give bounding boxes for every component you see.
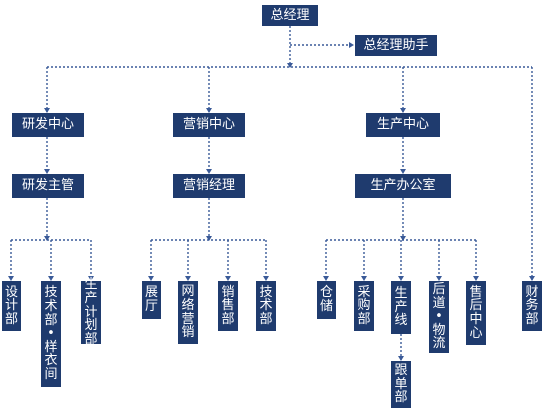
showroom-box: 展厅 xyxy=(142,281,161,319)
follow-up-box: 跟单部 xyxy=(391,361,411,408)
sales-manager-box: 营销经理 xyxy=(173,174,245,198)
backstage-logistics-box: 后道•物流 xyxy=(429,281,449,353)
warehouse-box: 仓储 xyxy=(317,281,336,319)
design-dept-box: 设计部 xyxy=(2,281,21,331)
after-sales-box: 售后中心 xyxy=(466,281,486,345)
rd-manager-box: 研发主管 xyxy=(12,174,84,198)
ceo-box: 总经理 xyxy=(262,5,318,26)
tech-dept-sample-room-box: 技术部•样衣间 xyxy=(41,281,61,387)
purchasing-box: 采购部 xyxy=(354,281,374,331)
sales-center-box: 营销中心 xyxy=(173,113,245,137)
tech-dept-box: 技术部 xyxy=(256,281,276,331)
finance-box: 财务部 xyxy=(522,281,542,331)
production-office-box: 生产办公室 xyxy=(355,174,451,198)
rd-center-box: 研发中心 xyxy=(12,113,84,137)
production-plan-box: 生产计划部 xyxy=(81,278,101,346)
production-center-box: 生产中心 xyxy=(366,113,440,137)
online-sales-box: 网络营销 xyxy=(178,281,198,344)
production-line-box: 生产线 xyxy=(391,281,411,334)
assistant-box: 总经理助手 xyxy=(355,35,437,56)
sales-dept-box: 销售部 xyxy=(218,281,238,331)
